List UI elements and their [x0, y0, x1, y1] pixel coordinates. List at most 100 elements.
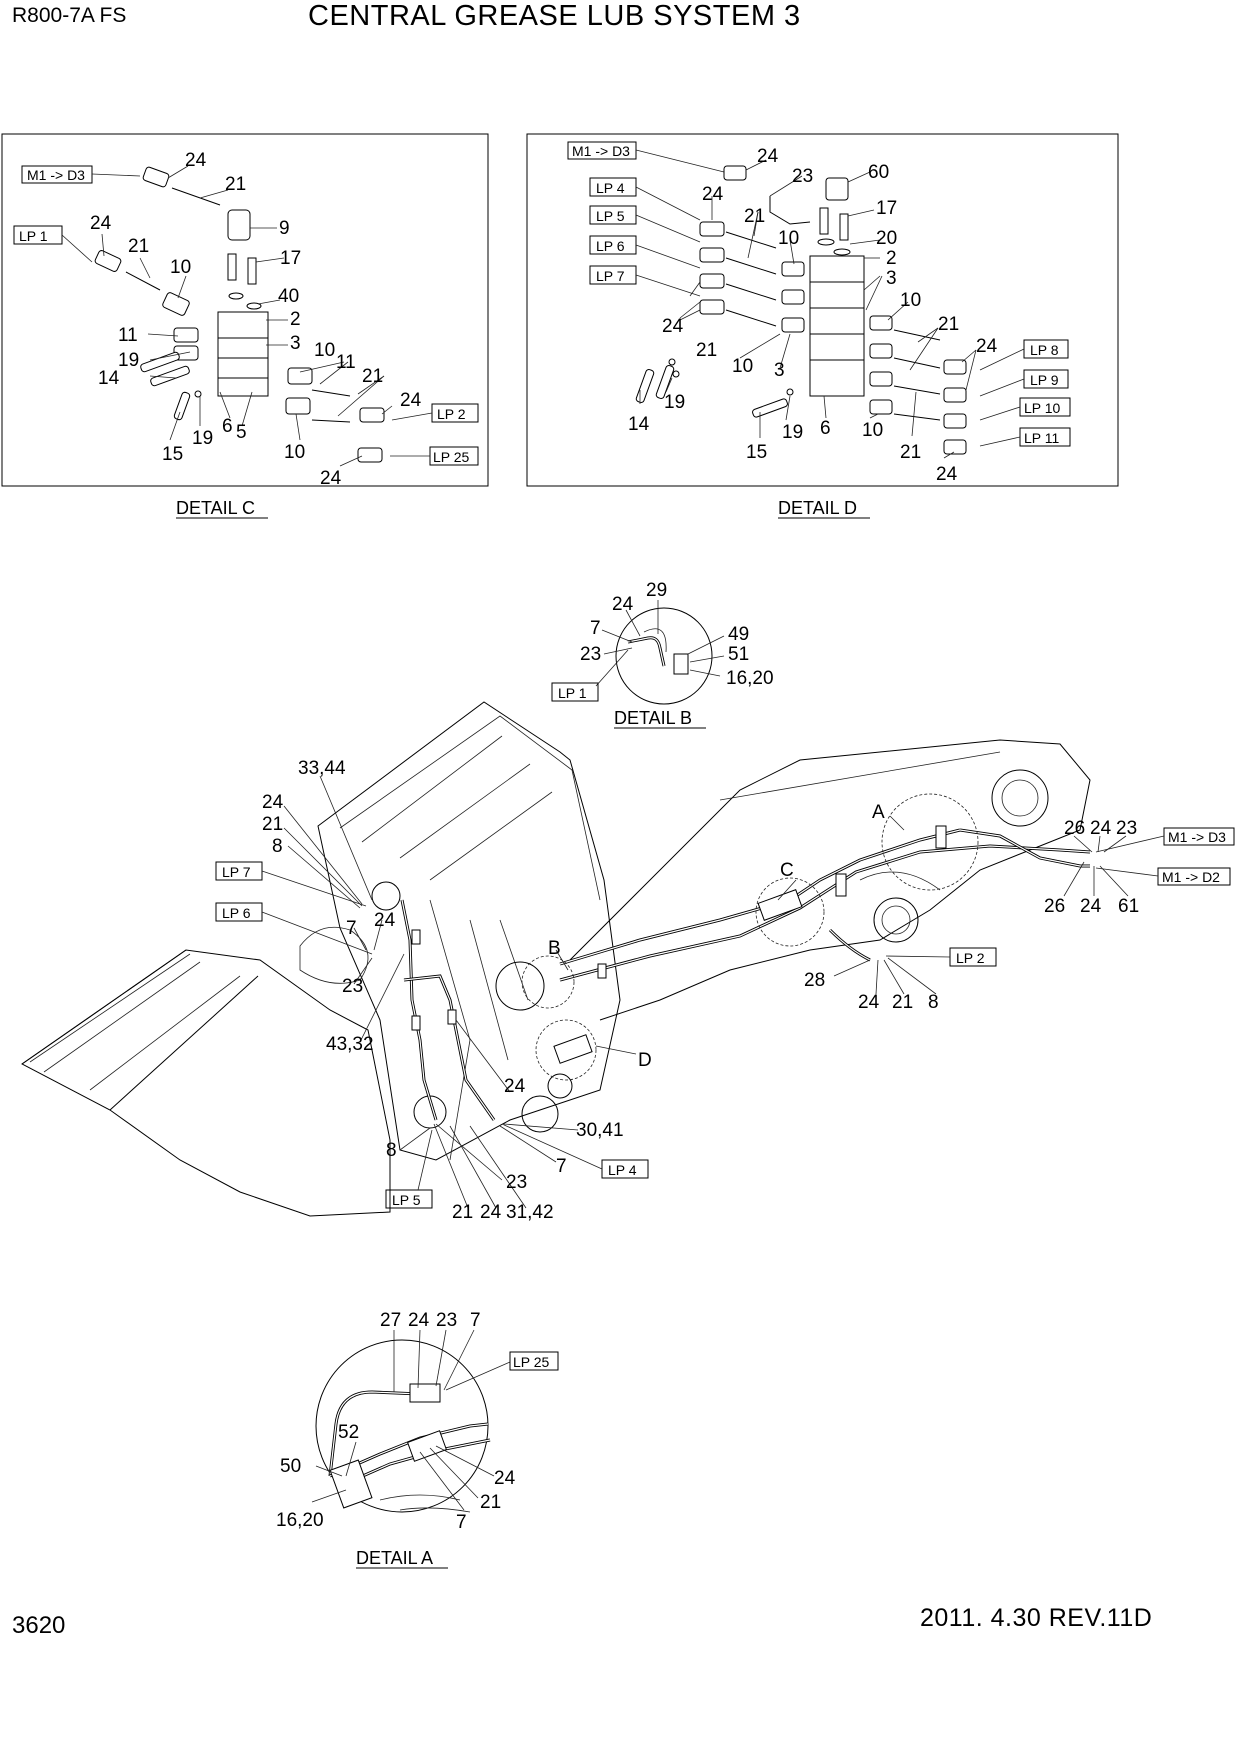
- main-box-lp2: LP 2: [956, 950, 985, 966]
- detail-d-label: 14: [628, 414, 650, 435]
- detail-d-caption: DETAIL D: [778, 498, 857, 518]
- main-label: 8: [386, 1140, 397, 1161]
- main-label: 23: [1116, 818, 1137, 839]
- model-number: R800-7A FS: [12, 4, 127, 27]
- detail-a: LP 25 27 24 23 7 52 50 24 21 16,20 7 DET…: [276, 1310, 559, 1569]
- main-label: 7: [346, 918, 357, 939]
- main-box-lp7: LP 7: [222, 864, 251, 880]
- detail-d-label: 19: [782, 422, 803, 443]
- main-label: D: [638, 1050, 652, 1071]
- main-label: 24: [480, 1202, 502, 1223]
- main-label: 21: [452, 1202, 473, 1223]
- detail-a-label: 23: [436, 1310, 457, 1331]
- detail-c-box-lp1: LP 1: [19, 228, 48, 244]
- detail-c-label: 17: [280, 248, 301, 269]
- detail-a-box-lp25: LP 25: [513, 1354, 550, 1370]
- detail-d-label: 20: [876, 228, 897, 249]
- page-title: CENTRAL GREASE LUB SYSTEM 3: [308, 0, 801, 32]
- main-box-lp4: LP 4: [608, 1162, 637, 1178]
- detail-c-label: 21: [225, 174, 246, 195]
- detail-a-label: 7: [456, 1512, 467, 1533]
- main-label: 24: [1090, 818, 1112, 839]
- detail-d-label: 21: [938, 314, 959, 335]
- detail-a-label: 27: [380, 1310, 401, 1331]
- detail-d-label: 10: [862, 420, 883, 441]
- detail-c-label: 24: [185, 150, 207, 171]
- detail-c-label: 9: [279, 218, 290, 239]
- main-assembly: LP 7 LP 6 LP 5 LP 4 LP 2 M1 -> D3 M1 -> …: [21, 701, 1235, 1223]
- main-label: 21: [892, 992, 913, 1013]
- main-label: 33,44: [298, 758, 346, 779]
- detail-b-label: 29: [646, 580, 667, 601]
- detail-d-label: 21: [900, 442, 921, 463]
- detail-d-box-m1d3: M1 -> D3: [572, 143, 630, 159]
- detail-c-label: 11: [336, 352, 356, 373]
- main-label: 8: [272, 836, 283, 857]
- detail-c-box-lp2: LP 2: [437, 406, 466, 422]
- detail-d-label: 10: [900, 290, 921, 311]
- main-box-lp5: LP 5: [392, 1192, 421, 1208]
- detail-b-box-lp1: LP 1: [558, 685, 587, 701]
- revision-date: 2011. 4.30 REV.11D: [920, 1604, 1153, 1632]
- detail-a-caption: DETAIL A: [356, 1548, 433, 1568]
- detail-d-box-lp6: LP 6: [596, 238, 625, 254]
- detail-c-caption: DETAIL C: [176, 498, 255, 518]
- detail-d-label: 24: [702, 184, 724, 205]
- detail-c-label: 24: [400, 390, 422, 411]
- detail-b-label: 51: [728, 644, 749, 665]
- detail-d-label: 21: [696, 340, 717, 361]
- detail-b-caption: DETAIL B: [614, 708, 692, 728]
- detail-c-label: 10: [170, 257, 191, 278]
- detail-c-box-lp25: LP 25: [433, 449, 470, 465]
- detail-c-label: 21: [362, 366, 383, 387]
- detail-c-label: 14: [98, 368, 120, 389]
- detail-c-label: 19: [118, 350, 139, 371]
- main-label: 31,42: [506, 1202, 554, 1223]
- detail-a-label: 52: [338, 1422, 359, 1443]
- main-label: 24: [504, 1076, 526, 1097]
- main-label: 24: [1080, 896, 1102, 917]
- detail-d-label: 17: [876, 198, 897, 219]
- detail-c-label: 3: [290, 333, 301, 354]
- detail-b: LP 1 24 29 7 23 49 51 16,20 DETAIL B: [551, 580, 774, 729]
- detail-c-label: 11: [118, 325, 138, 346]
- detail-a-label: 7: [470, 1310, 481, 1331]
- detail-c-label: 10: [314, 340, 335, 361]
- detail-d-box-lp8: LP 8: [1030, 342, 1059, 358]
- main-label: 26: [1044, 896, 1065, 917]
- detail-c-label: 24: [320, 468, 342, 489]
- detail-d-label: 60: [868, 162, 889, 183]
- main-label: B: [548, 938, 561, 959]
- main-label: 23: [342, 976, 363, 997]
- detail-b-label: 49: [728, 624, 749, 645]
- detail-d-label: 3: [886, 268, 897, 289]
- detail-c: M1 -> D3 LP 1 LP 2 LP 25: [1, 133, 489, 519]
- detail-c-label: 10: [284, 442, 305, 463]
- detail-d-label: 24: [976, 336, 998, 357]
- detail-a-label: 16,20: [276, 1510, 324, 1531]
- main-label: C: [780, 860, 794, 881]
- detail-d-label: 24: [757, 146, 779, 167]
- main-box-m1d2: M1 -> D2: [1162, 869, 1220, 885]
- detail-d-label: 15: [746, 442, 767, 463]
- detail-d-box-lp5: LP 5: [596, 208, 625, 224]
- detail-b-label: 23: [580, 644, 601, 665]
- detail-d-label: 10: [732, 356, 753, 377]
- main-label: 24: [262, 792, 284, 813]
- detail-d-box-lp11: LP 11: [1024, 430, 1060, 446]
- main-label: 24: [858, 992, 880, 1013]
- detail-c-label: 5: [236, 422, 247, 443]
- detail-d-box-lp7: LP 7: [596, 268, 625, 284]
- detail-c-label: 2: [290, 309, 301, 330]
- detail-d-label: 2: [886, 248, 897, 269]
- detail-d-box-lp4: LP 4: [596, 180, 625, 196]
- detail-d-label: 21: [744, 206, 765, 227]
- detail-b-label: 7: [590, 618, 601, 639]
- detail-d-label: 6: [820, 418, 831, 439]
- detail-d-label: 3: [774, 360, 785, 381]
- detail-a-label: 50: [280, 1456, 301, 1477]
- detail-d-box-lp10: LP 10: [1024, 400, 1061, 416]
- detail-c-label: 24: [90, 213, 112, 234]
- detail-d-label: 19: [664, 392, 685, 413]
